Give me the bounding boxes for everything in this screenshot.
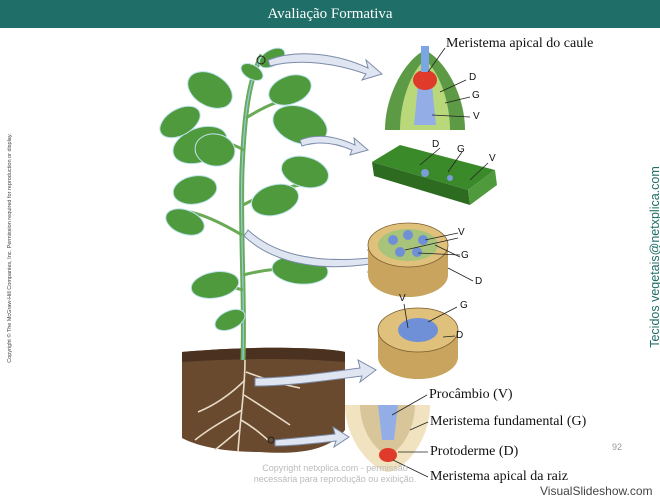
- label-g: G: [461, 250, 469, 261]
- label-d: D: [469, 72, 477, 83]
- label-protoderme: Protoderme (D): [430, 444, 519, 459]
- label-meristema-apical-raiz: Meristema apical da raiz: [430, 469, 568, 484]
- leader-lines: [391, 47, 489, 478]
- stem-section-inset: [367, 222, 449, 297]
- label-v: V: [458, 227, 465, 238]
- stem-apex-inset: [385, 46, 465, 130]
- side-brand-label: Tecidos vegetais@netxplica.com: [648, 166, 660, 348]
- label-d: D: [432, 139, 440, 150]
- label-v: V: [489, 153, 496, 164]
- label-d: D: [475, 276, 483, 287]
- root-section-inset: [377, 307, 459, 379]
- callout-arrows: [243, 53, 387, 449]
- soil: [182, 347, 345, 453]
- leaves: [159, 47, 330, 332]
- label-g: G: [457, 144, 465, 155]
- root-tip-marker: [267, 436, 275, 444]
- brand-footer: VisualSlideshow.com: [540, 484, 653, 498]
- label-meristema-apical-caule: Meristema apical do caule: [446, 36, 594, 51]
- watermark: Copyright netxplica.com - permissão nece…: [235, 463, 435, 485]
- watermark-line-2: necessária para reprodução ou exibição.: [253, 474, 417, 484]
- label-procambio: Procâmbio (V): [429, 387, 513, 402]
- label-d: D: [456, 330, 464, 341]
- root-tip-inset: [345, 405, 430, 472]
- watermark-line-1: Copyright netxplica.com - permissão: [262, 463, 408, 473]
- leaf-section-inset: [372, 145, 497, 205]
- label-meristema-fundamental: Meristema fundamental (G): [430, 414, 587, 429]
- slide-title: Avaliação Formativa: [0, 0, 660, 28]
- label-v: V: [473, 111, 480, 122]
- label-v: V: [399, 293, 406, 304]
- label-g: G: [460, 300, 468, 311]
- stem-tip-marker: [256, 55, 266, 65]
- copyright-notice: Copyright © The McGraw-Hill Companies, I…: [7, 133, 13, 363]
- page-number: 92: [612, 442, 623, 452]
- label-g: G: [472, 90, 480, 101]
